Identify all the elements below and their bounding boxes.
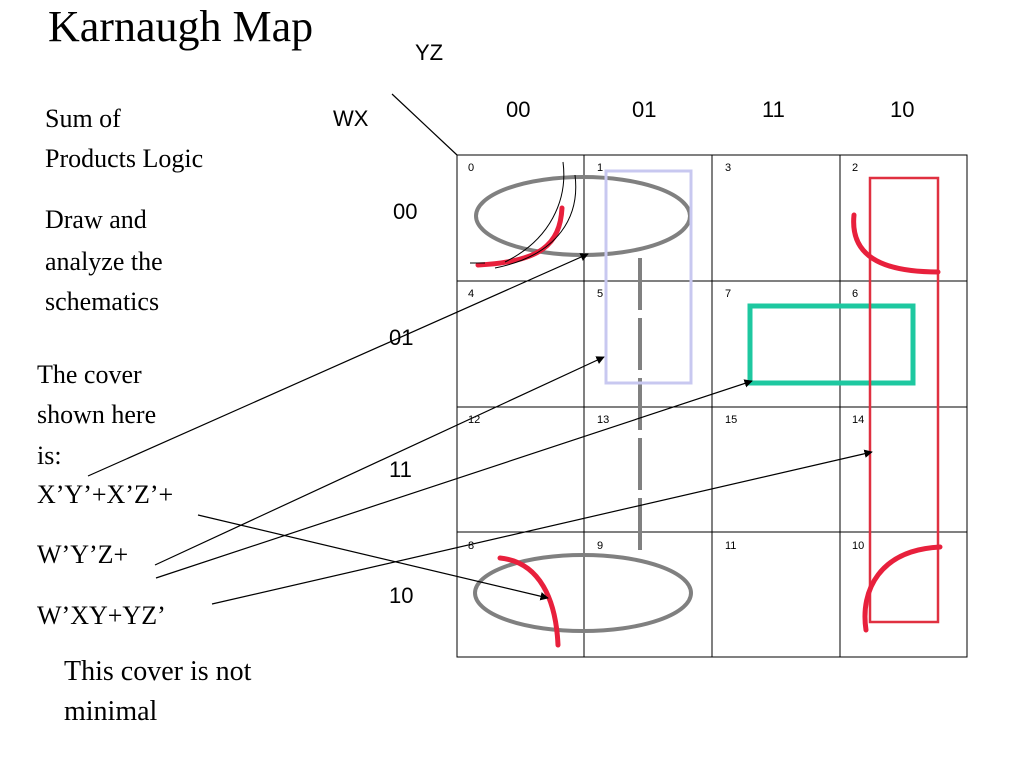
red-group [868, 176, 940, 624]
row-header-10: 10 [389, 583, 414, 608]
instruction-line-3: schematics [45, 287, 160, 316]
lavender-group [604, 169, 693, 385]
term-arrows [87, 253, 873, 605]
cell-number: 11 [725, 540, 737, 552]
col-header-11: 11 [762, 97, 785, 122]
cover-term-1: X’Y’+X’Z’+ [37, 480, 174, 509]
kmap-corner-diagonal [391, 93, 458, 156]
row-header-11: 11 [389, 457, 412, 482]
cell-number: 10 [852, 540, 865, 552]
row-variable-label: WX [333, 106, 369, 131]
cell-number: 13 [597, 414, 610, 426]
arrow-term2-to-lavender [154, 356, 605, 566]
cover-term-2: W’Y’Z+ [37, 540, 129, 569]
col-header-10: 10 [890, 97, 915, 122]
cell-number: 14 [852, 414, 865, 426]
row-header-00: 00 [393, 199, 418, 224]
col-header-00: 00 [506, 97, 531, 122]
kmap-grid [456, 154, 968, 658]
grey-group [473, 175, 693, 633]
col-header-01: 01 [632, 97, 657, 122]
teal-group [747, 303, 916, 386]
cell-number: 8 [468, 540, 475, 552]
cell-number: 1 [597, 162, 604, 174]
cell-number: 0 [468, 162, 475, 174]
note-line-1: This cover is not [64, 656, 252, 687]
arrow-term1-to-cell0 [87, 253, 589, 477]
cover-line-1: The cover [37, 360, 142, 389]
sketch-curves [470, 161, 577, 269]
instruction-line-2: analyze the [45, 247, 163, 276]
page-title: Karnaugh Map [48, 2, 314, 51]
sop-line-2: Products Logic [45, 144, 204, 173]
cell-number: 2 [852, 162, 859, 174]
arrow-term1-to-cell8 [197, 514, 549, 601]
cover-line-3: is: [37, 441, 62, 470]
cell-number: 3 [725, 162, 732, 174]
cell-number: 7 [725, 288, 732, 300]
cell-number: 12 [468, 414, 481, 426]
cell-number: 5 [597, 288, 604, 300]
sop-line-1: Sum of [45, 104, 121, 133]
cover-line-2: shown here [37, 400, 157, 429]
arrow-term3a-to-teal [155, 379, 753, 579]
column-variable-label: YZ [415, 40, 444, 65]
instruction-line-1: Draw and [45, 205, 147, 234]
note-line-2: minimal [64, 696, 158, 727]
cell-number: 4 [468, 288, 475, 300]
arrow-term3b-to-red [211, 449, 873, 605]
cell-number: 15 [725, 414, 738, 426]
cover-term-3: W’XY+YZ’ [37, 601, 166, 630]
cell-number: 9 [597, 540, 604, 552]
cell-number: 6 [852, 288, 859, 300]
